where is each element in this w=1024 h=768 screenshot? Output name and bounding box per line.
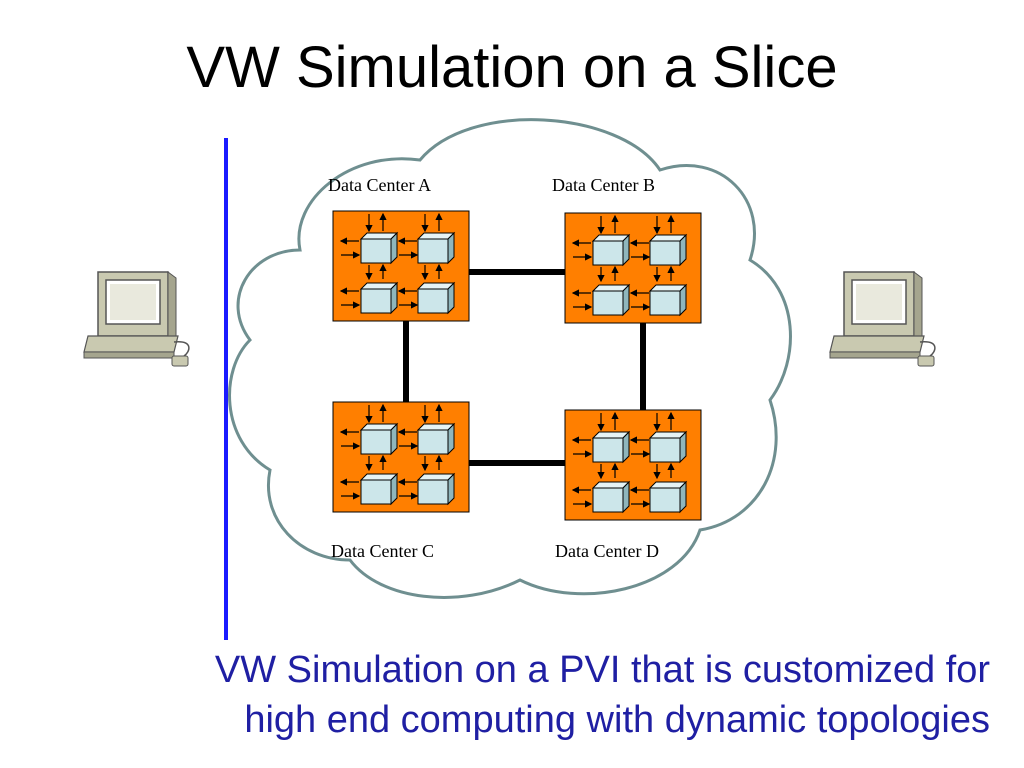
datacenter-d-block: [565, 410, 701, 520]
datacenter-a-block: [333, 211, 469, 321]
cloud-icon: [228, 118, 792, 599]
datacenter-links: [403, 269, 646, 466]
computer-left-icon: [83, 271, 190, 367]
datacenter-b-block: [565, 213, 701, 323]
slide-title: VW Simulation on a Slice: [186, 35, 838, 100]
datacenter-b-label: Data Center B: [552, 175, 655, 195]
datacenter-c-block: [333, 402, 469, 512]
caption-line-1: VW Simulation on a PVI that is customize…: [214, 649, 990, 691]
datacenter-d-label: Data Center D: [555, 541, 659, 561]
caption-line-2: high end computing with dynamic topologi…: [244, 699, 990, 741]
computer-right-icon: [829, 271, 936, 367]
datacenter-c-label: Data Center C: [331, 541, 434, 561]
slide-caption: VW Simulation on a PVI that is customize…: [40, 645, 990, 745]
datacenter-a-label: Data Center A: [328, 175, 431, 195]
